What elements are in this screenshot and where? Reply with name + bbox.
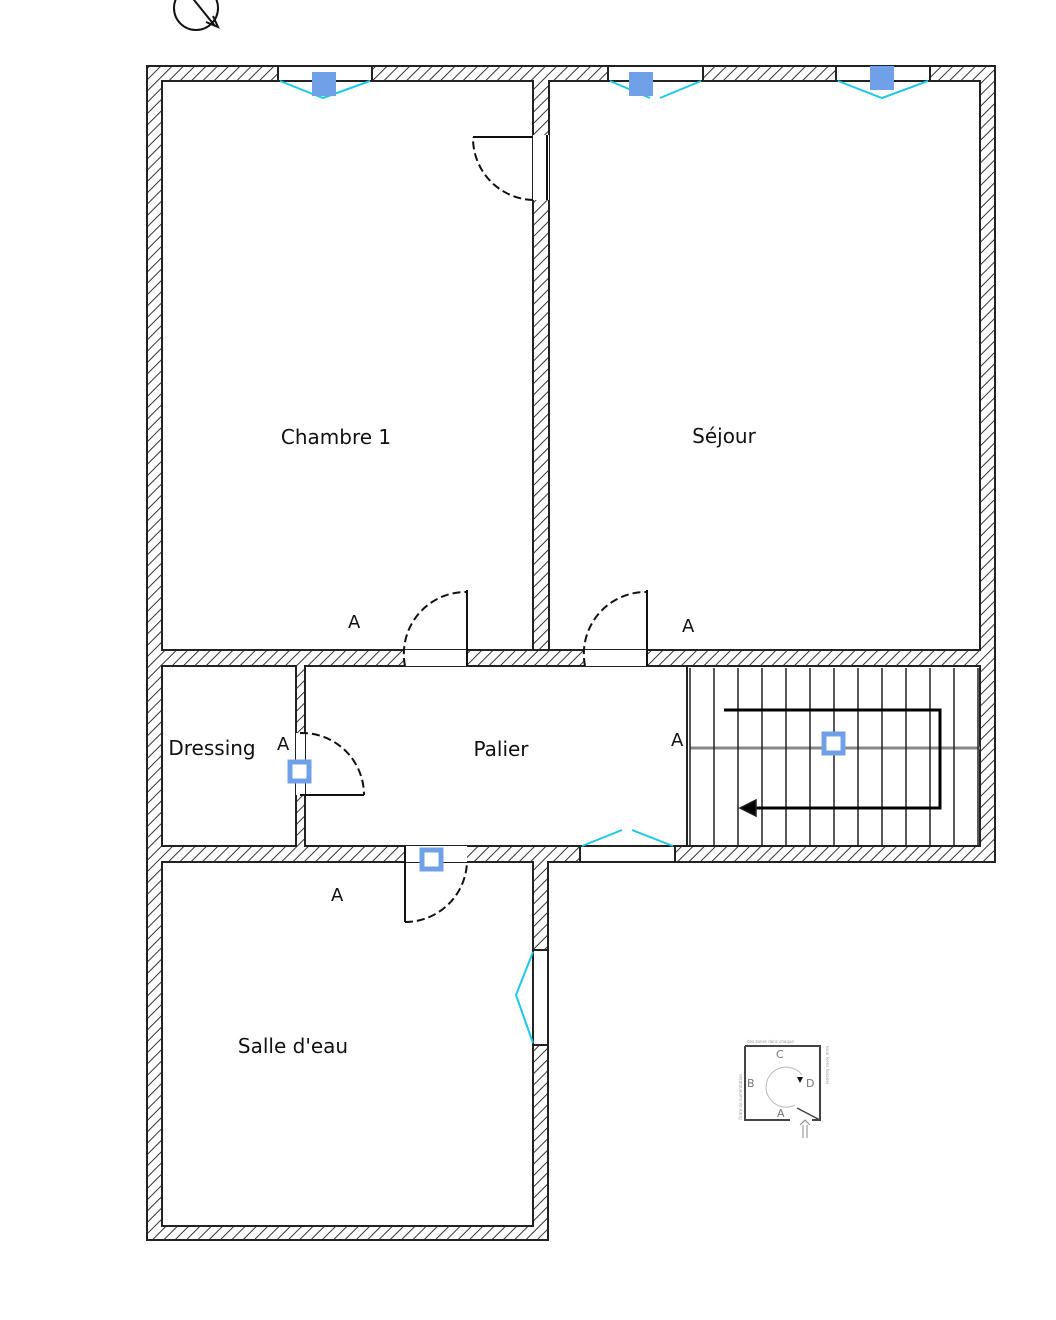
windows (277, 65, 931, 1046)
room-label-dressing: Dressing (168, 736, 255, 760)
zone-marker: A (682, 616, 695, 637)
compass-icon (173, 0, 220, 31)
staircase (689, 668, 980, 846)
zone-marker: A (277, 734, 290, 755)
entrance-arrow-icon (799, 1119, 811, 1138)
room-chambre (161, 80, 534, 651)
room-palier (304, 665, 688, 847)
arrow-icon (738, 798, 757, 818)
room-sejour (548, 80, 981, 651)
legend-zone-c: C (776, 1048, 784, 1061)
zone-order-legend: C B D A des zones dans chaque Ordre de n… (738, 1039, 830, 1138)
room-salle-eau (161, 861, 534, 1227)
room-label-chambre: Chambre 1 (281, 425, 391, 449)
zone-marker: A (331, 885, 344, 906)
room-label-palier: Palier (473, 737, 529, 761)
detector-icons (287, 731, 846, 872)
legend-zone-a: A (777, 1107, 785, 1120)
legend-right-text: local (sens horaire) (825, 1046, 830, 1085)
legend-top-text: des zones dans chaque (747, 1039, 794, 1044)
vent-icon (312, 66, 894, 96)
walls (146, 65, 996, 1241)
zone-marker: A (348, 612, 361, 633)
legend-left-text: Ordre de numérotation (738, 1074, 743, 1120)
legend-zone-b: B (747, 1077, 755, 1090)
room-dressing (161, 665, 297, 847)
legend-zone-d: D (806, 1077, 814, 1090)
zone-marker: A (671, 730, 684, 751)
room-label-salle-eau: Salle d'eau (238, 1034, 348, 1058)
room-label-sejour: Séjour (692, 424, 756, 448)
